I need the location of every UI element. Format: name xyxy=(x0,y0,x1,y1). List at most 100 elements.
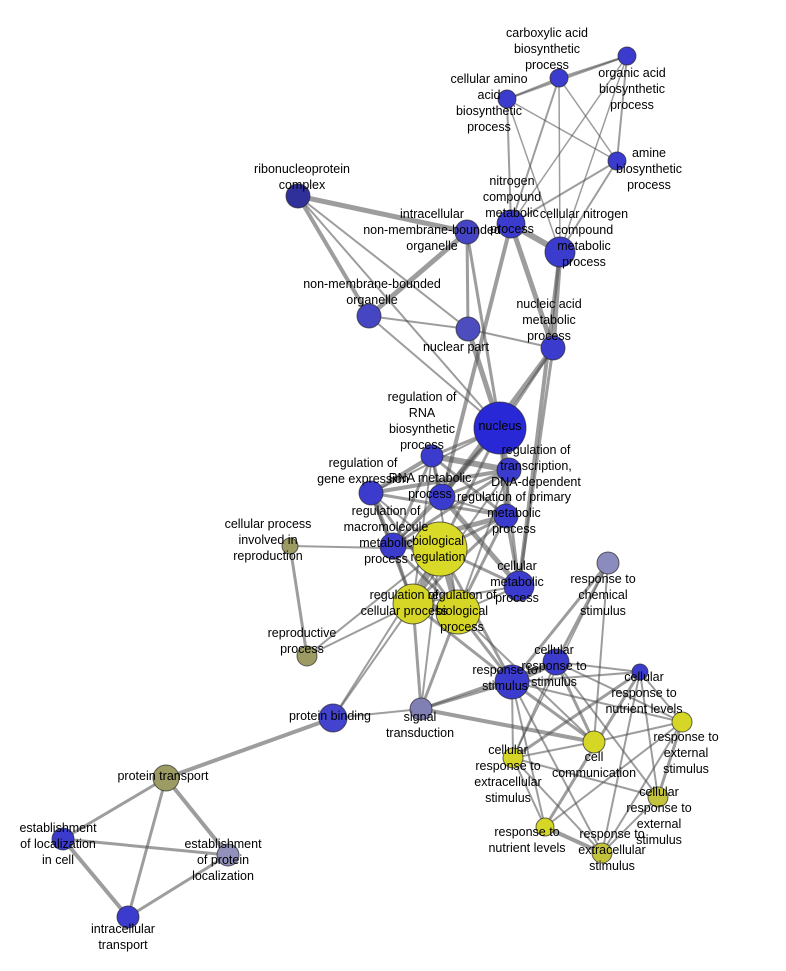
graph-node-reg_macro[interactable]: regulation of macromolecule metabolic pr… xyxy=(379,532,407,560)
graph-edge xyxy=(517,346,555,588)
graph-node-nitrogen[interactable]: nitrogen compound metabolic process xyxy=(496,209,526,239)
graph-node-cell_comm[interactable]: cell communication xyxy=(582,730,606,754)
graph-edge xyxy=(297,195,501,429)
graph-edge xyxy=(332,708,422,719)
graph-node-rna_met[interactable]: RNA metabolic process xyxy=(428,483,456,511)
graph-edge xyxy=(411,602,514,684)
graph-edge xyxy=(593,721,683,743)
graph-node-amine[interactable]: amine biosynthetic process xyxy=(607,151,627,171)
graph-node-cell_resp_nutr[interactable]: cellular response to nutrient levels xyxy=(631,663,649,681)
graph-node-reg_gene[interactable]: regulation of gene expression xyxy=(358,480,384,506)
graph-node-organic[interactable]: organic acid biosynthetic process xyxy=(617,46,637,66)
graph-node-nuclear_part[interactable]: nuclear part xyxy=(455,316,481,342)
graph-edge xyxy=(366,229,470,319)
graph-edge xyxy=(419,660,558,711)
graph-node-cell_resp_stim[interactable]: cellular response to stimulus xyxy=(542,648,570,676)
graph-node-reg_rna[interactable]: regulation of RNA biosynthetic process xyxy=(420,444,444,468)
graph-edge xyxy=(297,195,469,330)
graph-edge xyxy=(639,671,659,798)
graph-edge xyxy=(306,548,441,657)
graph-edge xyxy=(555,661,683,723)
graph-edge xyxy=(512,741,595,759)
graph-node-resp_chem[interactable]: response to chemical stimulus xyxy=(596,551,620,575)
graph-edge xyxy=(506,98,618,162)
graph-edge xyxy=(601,671,641,854)
graph-node-carboxylic[interactable]: carboxylic acid biosynthetic process xyxy=(549,68,569,88)
graph-edge xyxy=(419,707,596,744)
graph-node-rnp[interactable]: ribonucleoprotein complex xyxy=(285,183,311,209)
graph-node-resp_ext[interactable]: response to external stimulus xyxy=(671,711,693,733)
graph-node-repro_cell[interactable]: cellular process involved in reproductio… xyxy=(281,537,299,555)
graph-node-estab_prot[interactable]: establishment of protein localization xyxy=(216,843,240,867)
graph-node-reg_tx[interactable]: regulation of transcription, DNA-depende… xyxy=(496,457,522,483)
graph-node-resp_stim[interactable]: response to stimulus xyxy=(494,664,530,700)
graph-edge xyxy=(512,757,659,798)
graph-edge xyxy=(332,603,414,719)
graph-edge xyxy=(508,221,556,351)
graph-edge xyxy=(368,315,469,330)
graph-edge xyxy=(164,716,335,780)
graph-edge xyxy=(465,230,470,331)
graph-node-signal[interactable]: signal transduction xyxy=(409,697,433,721)
graph-node-cell_resp_extra[interactable]: cellular response to extracellular stimu… xyxy=(502,747,524,769)
graph-edge xyxy=(332,548,441,719)
graph-edge xyxy=(465,230,502,430)
graph-node-nucleic[interactable]: nucleic acid metabolic process xyxy=(540,335,566,361)
graph-edge xyxy=(601,721,683,854)
graph-edge xyxy=(555,661,641,673)
graph-node-nmb_org[interactable]: non-membrane-bounded organelle xyxy=(356,303,382,329)
graph-edge xyxy=(506,98,561,253)
graph-node-reg_primary[interactable]: regulation of primary metabolic process xyxy=(493,503,519,529)
graph-node-cell_met[interactable]: cellular metabolic process xyxy=(503,570,535,602)
graph-node-cell_amino[interactable]: cellular amino acid biosynthetic process xyxy=(497,89,517,109)
graph-edge xyxy=(558,77,618,162)
graph-node-prot_trans[interactable]: protein transport xyxy=(152,764,180,792)
graph-edge xyxy=(639,671,683,723)
graph-edge xyxy=(126,853,230,919)
graph-edge xyxy=(511,670,642,760)
graph-edge xyxy=(511,681,603,854)
graph-node-resp_nutr[interactable]: response to nutrient levels xyxy=(535,817,555,837)
node-label-prot_bind: protein binding xyxy=(289,709,371,723)
graph-edge xyxy=(61,776,168,841)
graph-node-repro[interactable]: reproductive process xyxy=(296,645,318,667)
graph-node-resp_extra[interactable]: response to extracellular stimulus xyxy=(591,842,613,864)
graph-edge xyxy=(296,194,371,318)
graph-edge xyxy=(510,55,628,225)
graph-edge xyxy=(457,469,510,613)
graph-edge xyxy=(511,671,641,683)
graph-node-prot_bind[interactable]: protein binding xyxy=(318,703,348,733)
graph-node-reg_bio_proc[interactable]: regulation of biological process xyxy=(435,589,481,635)
graph-node-cell_nitrogen[interactable]: cellular nitrogen compound metabolic pro… xyxy=(544,236,576,268)
graph-node-bio_reg[interactable]: biological regulation xyxy=(412,521,468,577)
graph-node-reg_cell_proc[interactable]: regulation of cellular process xyxy=(392,583,434,625)
graph-node-estab_loc[interactable]: establishment of localization in cell xyxy=(51,827,75,851)
graph-node-intra_nmb[interactable]: intracellular non-membrane-bounded organ… xyxy=(454,219,480,245)
graph-node-nucleus[interactable]: nucleus xyxy=(473,401,527,455)
graph-node-cell_resp_ext[interactable]: cellular response to external stimulus xyxy=(647,786,669,808)
graph-node-intra_trans[interactable]: intracellular transport xyxy=(116,905,140,929)
graph-edge xyxy=(512,661,557,759)
